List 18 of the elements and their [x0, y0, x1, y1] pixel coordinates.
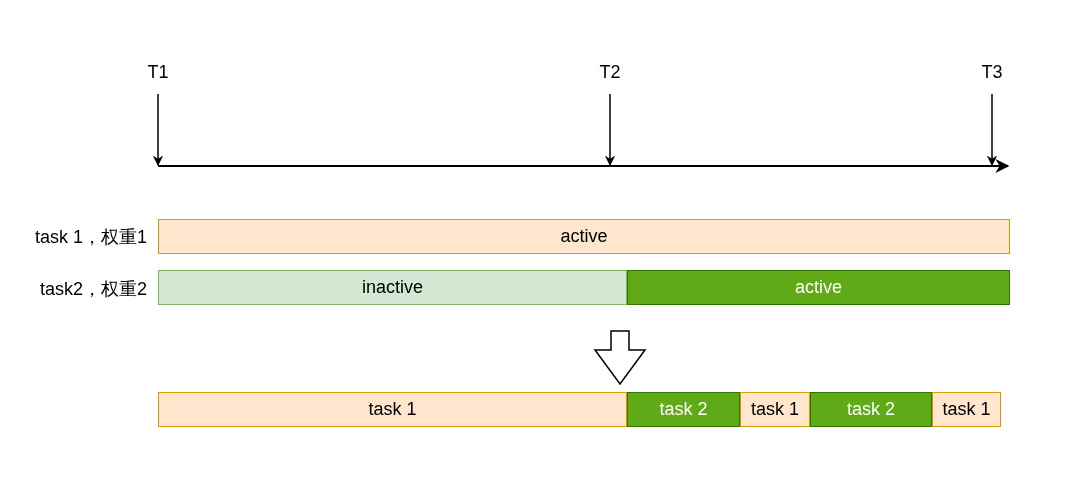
timeline-bar: task 2	[810, 392, 932, 427]
row-label: task2，权重2	[39, 278, 147, 301]
arrow	[986, 93, 998, 167]
timeline-bar: inactive	[158, 270, 627, 305]
timeline-bar: active	[627, 270, 1010, 305]
timeline-bar: task 2	[627, 392, 740, 427]
timeline-bar: task 1	[740, 392, 810, 427]
timeline-bar: active	[158, 219, 1010, 254]
block-arrow	[593, 330, 647, 386]
time-axis	[157, 159, 1010, 173]
row-label: task 1，权重1	[34, 226, 147, 249]
arrow	[604, 93, 616, 167]
time-label: T3	[980, 60, 1004, 84]
timeline-bar: task 1	[158, 392, 627, 427]
arrow	[152, 93, 164, 167]
time-label: T1	[146, 60, 170, 84]
timeline-bar: task 1	[932, 392, 1001, 427]
time-label: T2	[598, 60, 622, 84]
